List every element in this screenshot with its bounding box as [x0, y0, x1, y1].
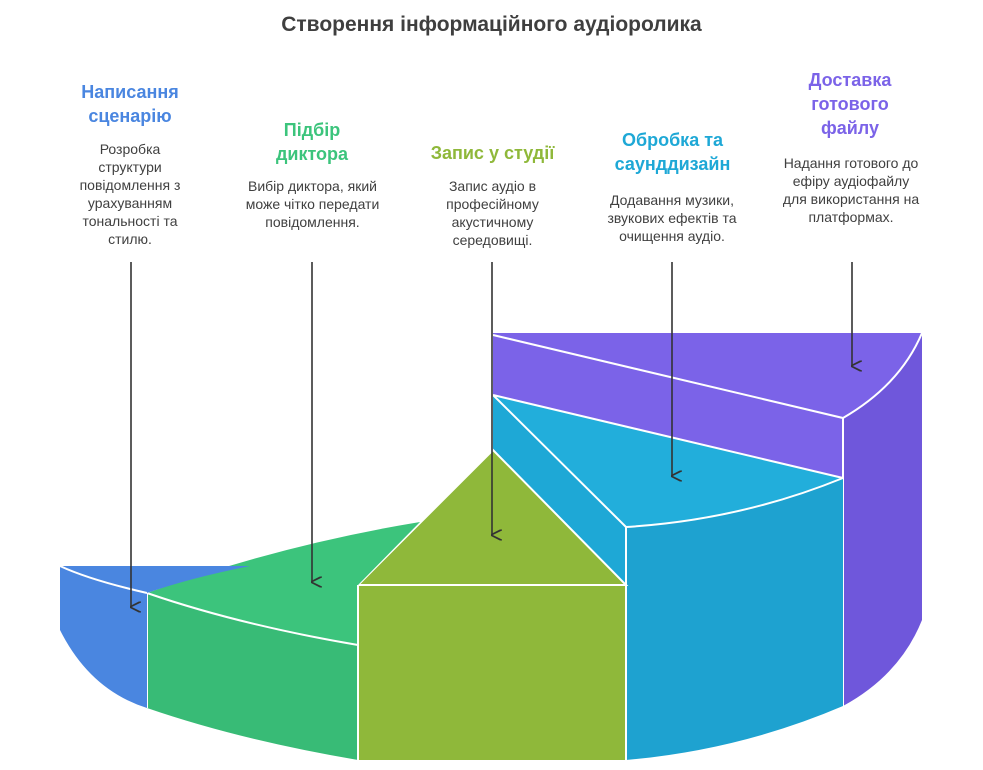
step-title-delivery: Доставка готового файлу [808, 70, 892, 138]
step-title-processing: Обробка та саунддизайн [614, 130, 731, 174]
step-desc-recording: Запис аудіо в професійному акустичному с… [446, 178, 539, 248]
segment-scenario [59, 565, 250, 708]
segment-delivery [492, 332, 923, 706]
step-desc-narrator: Вибір диктора, який може чітко передати … [245, 178, 380, 230]
step-desc-processing: Додавання музики, звукових ефектів та оч… [607, 192, 737, 244]
step-title-narrator: Підбір диктора [275, 120, 349, 164]
step-desc-scenario: Розробка структури повідомлення з урахув… [79, 141, 181, 247]
step-title-scenario: Написання сценарію [81, 82, 179, 126]
segment-processing [492, 394, 844, 760]
diagram-title: Створення інформаційного аудіоролика [281, 13, 702, 36]
step-title-recording: Запис у студії [430, 143, 555, 163]
step-desc-delivery: Надання готового до ефіру аудіофайлу для… [782, 155, 920, 225]
